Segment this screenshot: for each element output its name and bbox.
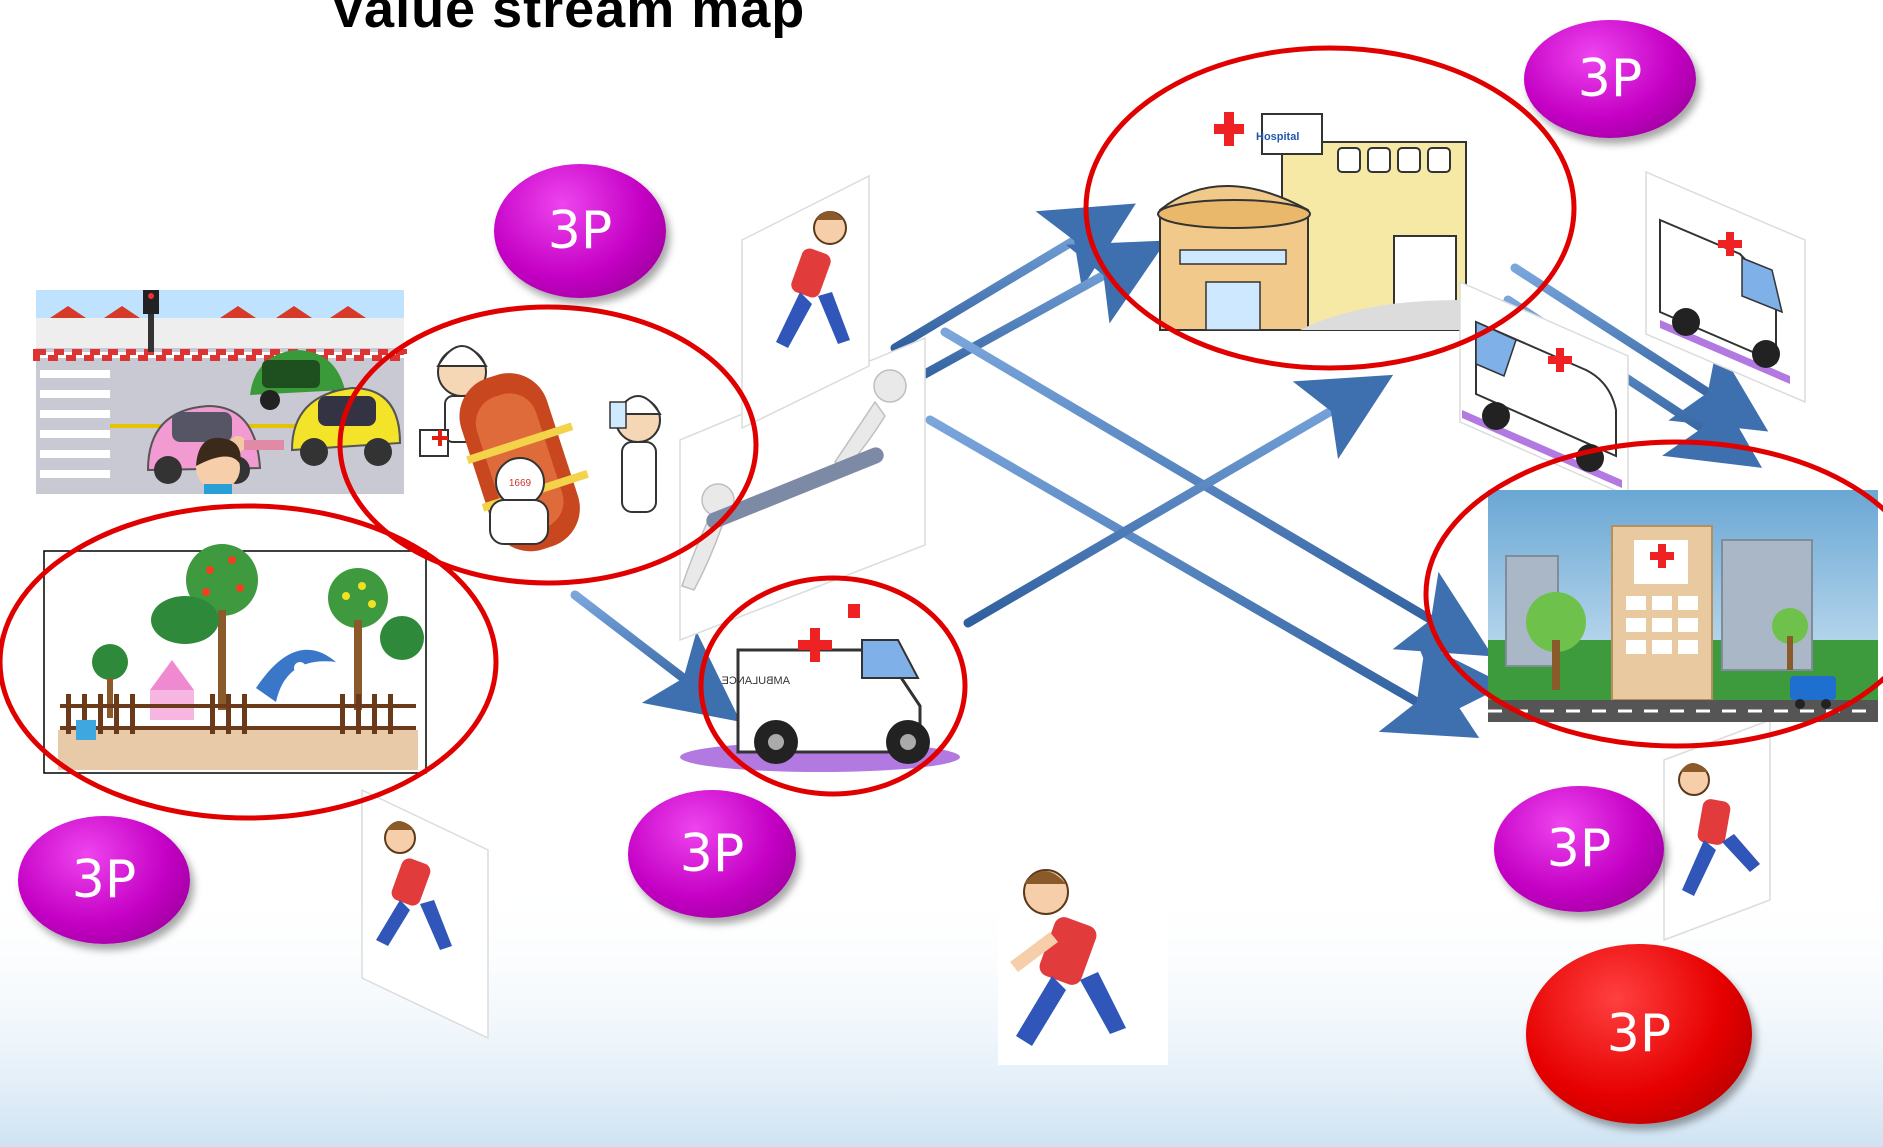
badge-3p-paramedics: 3P [494, 164, 666, 298]
badge-3p-city-hospital: 3P [1494, 786, 1664, 912]
svg-text:Hospital: Hospital [1256, 131, 1299, 143]
ambulance-card-mid-right [1459, 280, 1629, 498]
paramedics-stretcher-image: 1669 [419, 345, 662, 552]
svg-text:AMBULANCE: AMBULANCE [722, 675, 790, 687]
park-playground-image [43, 544, 427, 774]
circle-city-hospital [1423, 439, 1883, 749]
running-boy-card-2 [361, 788, 489, 1040]
rescuer-middle: 1669 [489, 457, 549, 545]
page-title: Value stream map [330, 0, 806, 39]
circle-park [0, 503, 499, 821]
arrow-ambulance-up [963, 374, 1394, 628]
arrow-scene-to-ambulance [570, 590, 741, 722]
ambulance-card-top-right [1645, 170, 1806, 404]
accident-scene-image [33, 290, 407, 494]
boy-face [196, 437, 241, 494]
badge-3p-hospital: 3P [1524, 20, 1696, 138]
rescuer-right [609, 395, 662, 513]
running-boy-large [998, 860, 1168, 1065]
circle-hospital [1083, 45, 1577, 371]
highlight-circles [0, 45, 1883, 821]
svg-text:1669: 1669 [509, 478, 532, 489]
ambulance-center-image: AMBULANCE [680, 604, 960, 772]
badge-3p-ambulance: 3P [628, 790, 796, 918]
badge-3p-red: 3P [1526, 944, 1752, 1124]
badge-3p-park: 3P [18, 816, 190, 944]
city-hospital-image [1488, 490, 1878, 722]
running-boy-card-3 [1663, 718, 1771, 942]
circle-paramedics [337, 304, 759, 586]
hospital-cartoon-image: Hospital [1157, 112, 1467, 331]
arrow-stretcher-to-city-hospital-b [925, 415, 1480, 739]
running-boy-card-1 [741, 174, 870, 430]
arrow-stretcher-to-hospital-b [900, 240, 1167, 390]
circle-ambulance [698, 575, 968, 797]
